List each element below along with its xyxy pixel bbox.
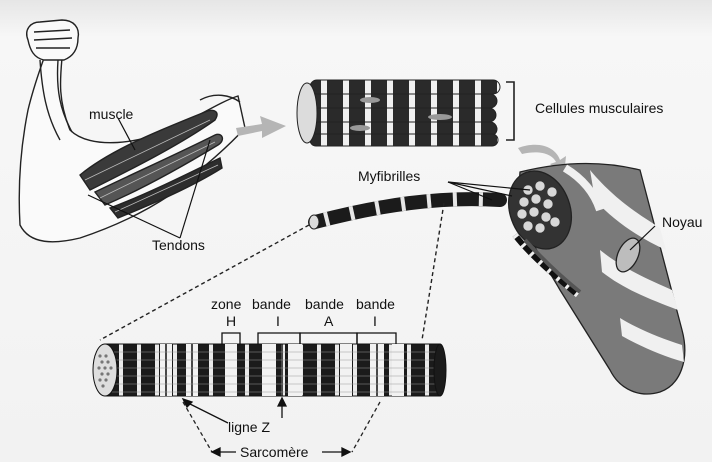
i-band-letter-1: I: [276, 313, 280, 329]
a-band-letter: A: [324, 313, 334, 329]
zone-label: zone: [211, 296, 242, 312]
bande-label-3: bande: [356, 296, 395, 312]
muscle-cell-bundle: [297, 80, 500, 146]
nucleus-label: Noyau: [662, 214, 702, 230]
h-zone-letter: H: [226, 313, 236, 329]
sarcomere-label: Sarcomère: [240, 444, 309, 460]
muscle-label: muscle: [89, 106, 134, 122]
bande-label-1: bande: [252, 296, 291, 312]
sarcomere-cylinder: [93, 344, 446, 396]
i-band-letter-2: I: [373, 313, 377, 329]
myofibrils-label: Myfibrilles: [358, 168, 420, 184]
cells-label: Cellules musculaires: [535, 100, 663, 116]
bande-label-2: bande: [305, 296, 344, 312]
ligne-z-label: ligne Z: [228, 419, 270, 435]
tendons-label: Tendons: [152, 237, 205, 253]
